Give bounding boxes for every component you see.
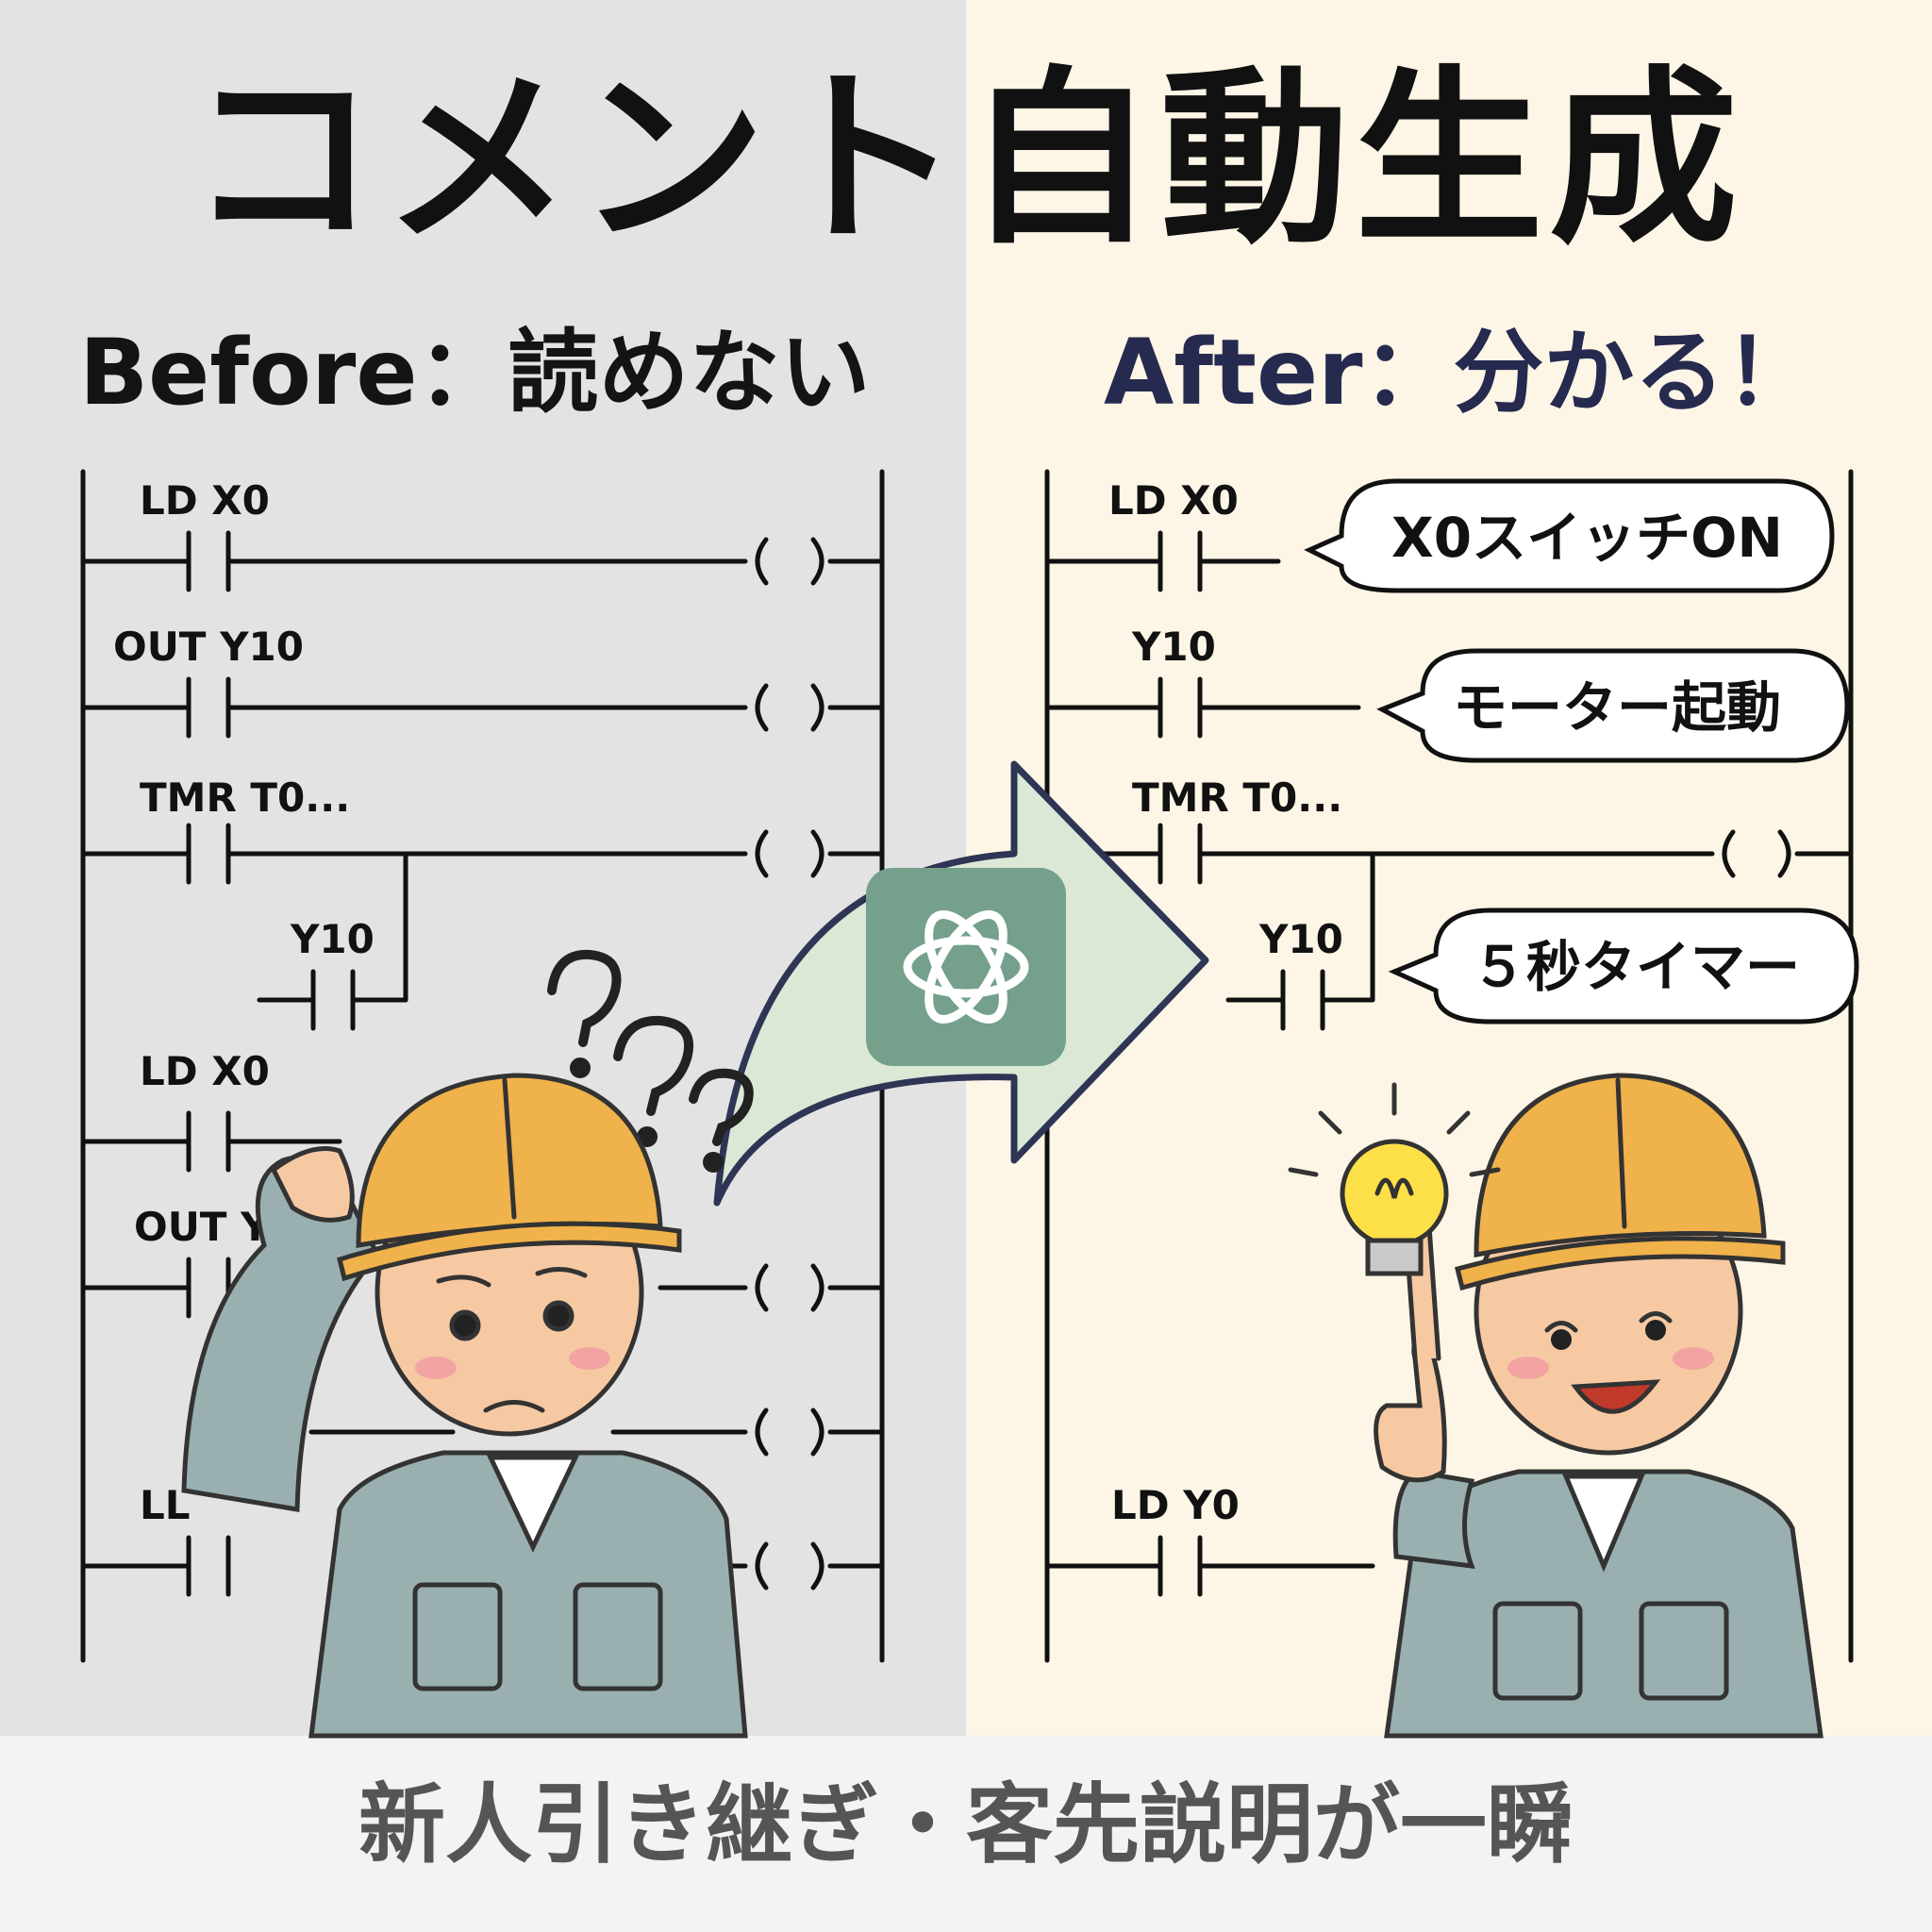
before-ladder <box>80 469 885 1663</box>
footer-band <box>0 1736 1932 1932</box>
before-label-2: OUT Y10 <box>113 624 304 670</box>
happy-worker-illustration <box>1374 1073 1824 1739</box>
question-marks-icon <box>547 949 754 1173</box>
after-heading: After：分かる！ <box>1104 320 1816 425</box>
confused-worker-illustration <box>181 1073 748 1739</box>
after-panel-background <box>966 0 1932 1736</box>
before-panel-background <box>0 0 966 1736</box>
after-label-3: TMR T0... <box>1132 774 1342 821</box>
after-rung-2 <box>1044 676 1361 739</box>
before-rung-4 <box>80 1110 342 1173</box>
after-rung-4 <box>1044 1535 1375 1597</box>
before-rung-6 <box>308 1407 885 1457</box>
after-label-2: Y10 <box>1131 624 1216 670</box>
before-rung-2 <box>80 676 885 739</box>
after-label-5: LD Y0 <box>1111 1482 1240 1528</box>
comment-bubble-3: ５秒タイマー <box>1388 908 1859 1024</box>
comment-text-1: X0スイッチON <box>1391 506 1783 570</box>
openai-logo-icon <box>866 868 1066 1066</box>
before-label-4: Y10 <box>290 916 375 962</box>
after-rung-3 <box>1044 823 1854 1031</box>
before-rung-3 <box>80 823 885 1031</box>
after-label-1: LD X0 <box>1108 477 1239 524</box>
comment-bubble-1: X0スイッチON <box>1304 478 1835 593</box>
before-label-5: LD X0 <box>140 1048 270 1094</box>
before-label-6: OUT Y <box>134 1204 270 1250</box>
light-bulb-icon <box>1288 1082 1501 1276</box>
comment-text-3: ５秒タイマー <box>1472 935 1800 999</box>
after-rung-1 <box>1044 530 1281 592</box>
after-label-4: Y10 <box>1258 916 1343 962</box>
footer-caption: 新人引き継ぎ・客先説明が一瞬 <box>358 1774 1574 1875</box>
comment-bubble-2: モーター起動 <box>1376 648 1850 763</box>
page-title: コメント自動生成 <box>188 50 1743 270</box>
before-label-1: LD X0 <box>140 477 270 524</box>
comment-text-2: モーター起動 <box>1453 675 1781 740</box>
before-heading: Before：読めない <box>79 320 871 425</box>
before-rung-1 <box>80 530 885 592</box>
before-rung-5 <box>80 1257 885 1319</box>
before-label-3: TMR T0... <box>140 774 350 821</box>
before-rung-7 <box>80 1535 885 1597</box>
